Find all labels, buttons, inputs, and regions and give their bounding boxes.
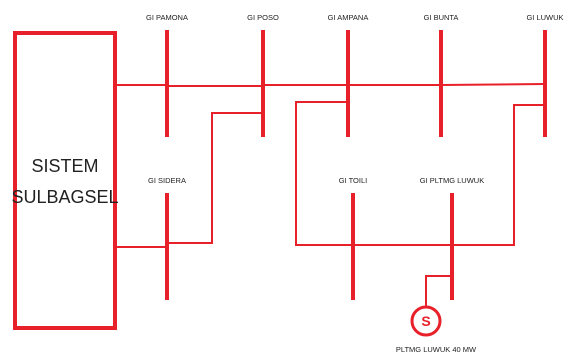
label-sidera: GI SIDERA (148, 176, 186, 185)
system-block (13, 31, 117, 330)
label-toili: GI TOILI (339, 176, 367, 185)
generator-symbol: S (421, 313, 430, 329)
label-pamona: GI PAMONA (146, 13, 188, 22)
line-main-top (117, 83, 546, 87)
label-pltmg-luwuk: GI PLTMG LUWUK (420, 176, 484, 185)
line-pltmg-luwuk (452, 104, 545, 246)
line-generator (425, 275, 452, 306)
transmission-lines (117, 83, 546, 306)
bus-bars (165, 30, 547, 300)
system-label-line2: SULBAGSEL (11, 187, 118, 207)
system-label-line1: SISTEM (31, 156, 98, 176)
label-luwuk: GI LUWUK (526, 13, 563, 22)
label-poso: GI POSO (247, 13, 279, 22)
label-ampana: GI AMPANA (328, 13, 369, 22)
line-ampana-toili (295, 101, 353, 246)
generator-icon: S (410, 305, 442, 337)
line-sidera-poso (167, 112, 263, 244)
label-bunta: GI BUNTA (424, 13, 459, 22)
generator-label: PLTMG LUWUK 40 MW (396, 345, 477, 354)
